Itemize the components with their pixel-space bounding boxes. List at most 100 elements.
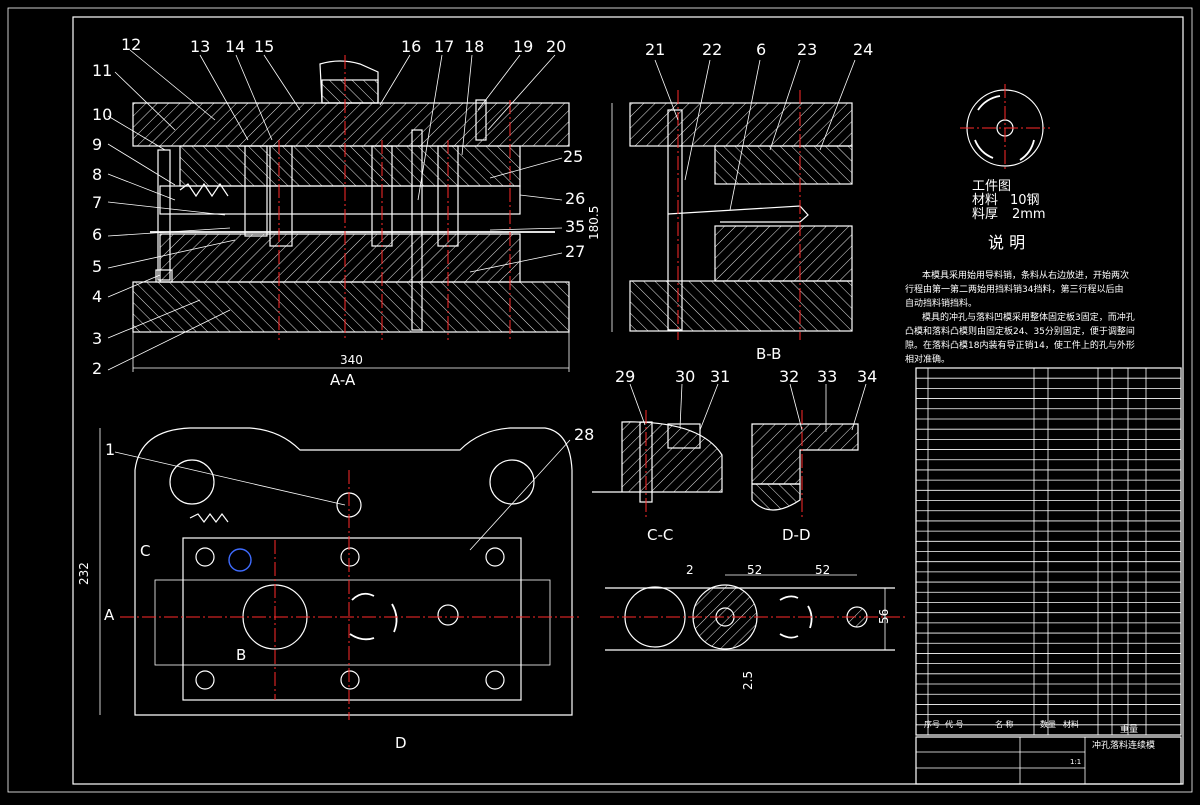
dim-232: 232 [77, 562, 91, 585]
outer-frame [7, 7, 1193, 793]
mark-d: D [395, 734, 407, 752]
part-label-24: 24 [853, 40, 873, 59]
slot-3 [1019, 139, 1035, 161]
part-label-28: 28 [574, 425, 594, 444]
strip-slot-3 [779, 633, 799, 639]
punch-holder [179, 145, 521, 187]
bottom-plate [132, 281, 570, 333]
die-plate [159, 233, 521, 283]
workpiece-thickness-label: 料厚 [972, 207, 998, 222]
part-label-33: 33 [817, 367, 837, 386]
die-shank-hatch [321, 79, 379, 104]
part-label-12: 12 [121, 35, 141, 54]
bb-punch-holder [714, 145, 853, 185]
plan-view: 232 [77, 427, 580, 720]
plan-guide-right [489, 459, 535, 505]
part-label-11: 11 [92, 61, 112, 80]
part-label-16: 16 [401, 37, 421, 56]
guide-post-left [157, 149, 171, 281]
plan-slot-a [351, 592, 375, 601]
part-label-29: 29 [615, 367, 635, 386]
dim-340: 340 [340, 353, 363, 367]
section-aa-view: 340 180.5 A-A [132, 55, 613, 389]
section-bb-view: B-B [629, 90, 853, 363]
plan-screw-1 [195, 547, 215, 567]
part-label-27: 27 [565, 242, 585, 261]
plan-screw-2 [340, 547, 360, 567]
stop-block [155, 269, 173, 283]
notes-line-7: 相对准确。 [905, 353, 950, 365]
bom-header-code: 代 号 [945, 719, 964, 729]
part-label-32: 32 [779, 367, 799, 386]
mark-a: A [104, 606, 115, 624]
drawing-title: 冲孔落料连续模 [1092, 739, 1155, 751]
drawing-scale: 1:1 [1070, 758, 1081, 766]
part-label-2: 2 [92, 359, 102, 378]
dim-2: 2 [686, 563, 694, 577]
part-label-5: 5 [92, 257, 102, 276]
bb-stop-lever [667, 205, 809, 223]
part-label-23: 23 [797, 40, 817, 59]
spring [179, 182, 229, 198]
blanking-punch [269, 145, 293, 247]
cc-body [592, 421, 723, 493]
strip-layout [600, 574, 905, 651]
section-aa-label: A-A [330, 371, 356, 389]
strip-slot-1 [779, 595, 799, 601]
part-label-19: 19 [513, 37, 533, 56]
part-label-31: 31 [710, 367, 730, 386]
dim-2-5: 2.5 [741, 671, 755, 690]
workpiece-drawing [960, 84, 1050, 172]
plan-pierce-hole [437, 604, 459, 626]
part-label-10: 10 [92, 105, 112, 124]
bom-header-name: 名 称 [995, 719, 1014, 729]
strip-blank [692, 584, 758, 650]
plan-screw-4 [195, 670, 215, 690]
part-label-3: 3 [92, 329, 102, 348]
leaders-bb [654, 59, 856, 211]
bb-bottom-plate [629, 280, 853, 332]
part-label-4: 4 [92, 287, 102, 306]
notes-heading: 说 明 [988, 233, 1025, 252]
section-cc-label: C-C [647, 526, 673, 544]
screw [475, 99, 487, 141]
notes-line-6: 隙。在落料凸模18内装有导正销14，使工件上的孔与外形 [905, 339, 1135, 351]
plan-spring [189, 513, 229, 523]
plan-die-plate [182, 537, 522, 701]
part-label-34: 34 [857, 367, 877, 386]
plan-stop-pin [228, 548, 252, 572]
bom-header-seq: 序号 [924, 719, 940, 729]
section-dd-label: D-D [782, 526, 811, 544]
leader-28 [469, 439, 571, 551]
section-bb-label: B-B [756, 345, 781, 363]
part-label-15: 15 [254, 37, 274, 56]
bb-top-plate [629, 102, 853, 147]
part-label-6: 6 [92, 225, 102, 244]
part-label-9: 9 [92, 135, 102, 154]
plan-strip-channel [154, 579, 551, 666]
inner-frame [72, 16, 1184, 785]
part-label-6b: 6 [756, 40, 766, 59]
dim-180-5: 180.5 [587, 206, 601, 240]
part-label-7: 7 [92, 193, 102, 212]
part-label-35: 35 [565, 217, 585, 236]
bb-die [714, 225, 853, 282]
dim-56: 56 [877, 609, 891, 624]
part-label-18: 18 [464, 37, 484, 56]
section-dd-view [751, 410, 859, 520]
part-label-14: 14 [225, 37, 245, 56]
plan-slot-b [391, 603, 398, 633]
part-label-17: 17 [434, 37, 454, 56]
plan-guide-left [169, 459, 215, 505]
pilot-punch [244, 145, 268, 237]
notes-line-3: 自动挡料销挡料。 [905, 297, 977, 309]
bom-header-weight: 重量 [1120, 723, 1138, 735]
slot-2 [974, 139, 994, 159]
part-label-25: 25 [563, 147, 583, 166]
notes-line-4: 模具的冲孔与落料凹模采用整体固定板3固定，而冲孔 [922, 311, 1135, 323]
notes-line-2: 行程由第一第二两始用挡料销34挡料，第三行程以后由 [905, 283, 1123, 295]
leader-1 [114, 451, 346, 506]
plan-screw-6 [485, 670, 505, 690]
